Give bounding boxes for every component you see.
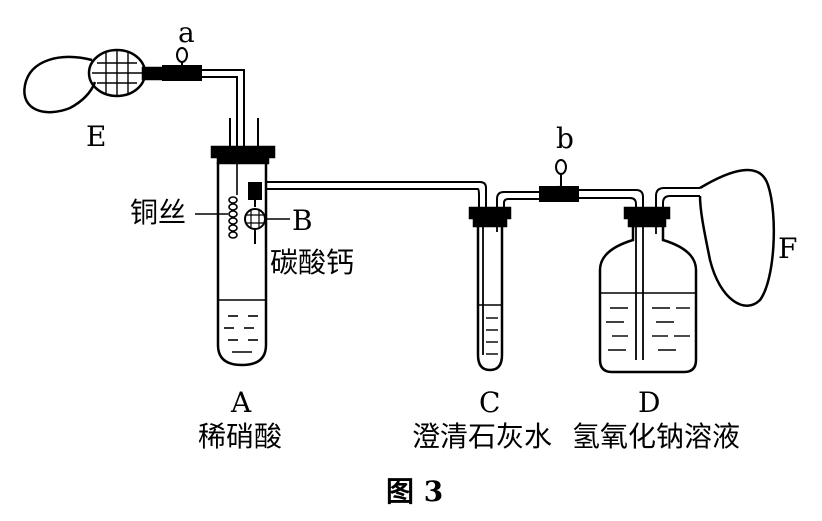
tube-b-to-d (578, 189, 644, 210)
test-tube-a (210, 118, 276, 367)
naoh-label: 氢氧化钠溶液 (572, 420, 740, 453)
calcium-carbonate-label: 碳酸钙 (270, 246, 354, 279)
mesh-b-label: B (292, 204, 313, 237)
letter-c-label: C (479, 386, 500, 419)
stopper-d-bottom (627, 216, 667, 228)
bag-f-label: F (778, 232, 797, 265)
valve-b-label: b (556, 122, 574, 155)
letter-d-label: D (638, 386, 660, 419)
tube-e-to-a (201, 69, 245, 148)
test-tube-c (468, 206, 512, 372)
stopper-c-bottom (472, 216, 508, 228)
gas-bag-f (698, 168, 776, 307)
valve-a-label: a (178, 16, 195, 49)
mesh-b (244, 182, 266, 244)
limewater-label: 澄清石灰水 (412, 420, 552, 453)
limewater-liquid (478, 304, 502, 355)
bulb-loop (23, 55, 97, 114)
rubber-bulb-e (23, 48, 165, 114)
bulb-mesh-grid (92, 50, 142, 96)
bottle-d (598, 206, 698, 374)
letter-a-label: A (230, 386, 252, 419)
bulb-e-label: E (86, 120, 106, 153)
tube-a-to-c (266, 181, 487, 208)
copper-wire-coil (228, 163, 238, 239)
bulb-connector (141, 66, 165, 81)
tube-d-to-f (655, 187, 700, 226)
nitric-acid-liquid (218, 299, 266, 353)
valve-a (162, 47, 202, 81)
tube-c-to-b (496, 191, 540, 226)
stopper-a-top (210, 145, 276, 159)
copper-wire-label: 铜丝 (130, 196, 186, 229)
naoh-liquid (600, 292, 696, 351)
valve-b (539, 159, 579, 202)
nitric-acid-label: 稀硝酸 (198, 420, 282, 453)
stopper-a-bottom (216, 155, 270, 165)
figure-caption: 图 3 (386, 475, 443, 508)
